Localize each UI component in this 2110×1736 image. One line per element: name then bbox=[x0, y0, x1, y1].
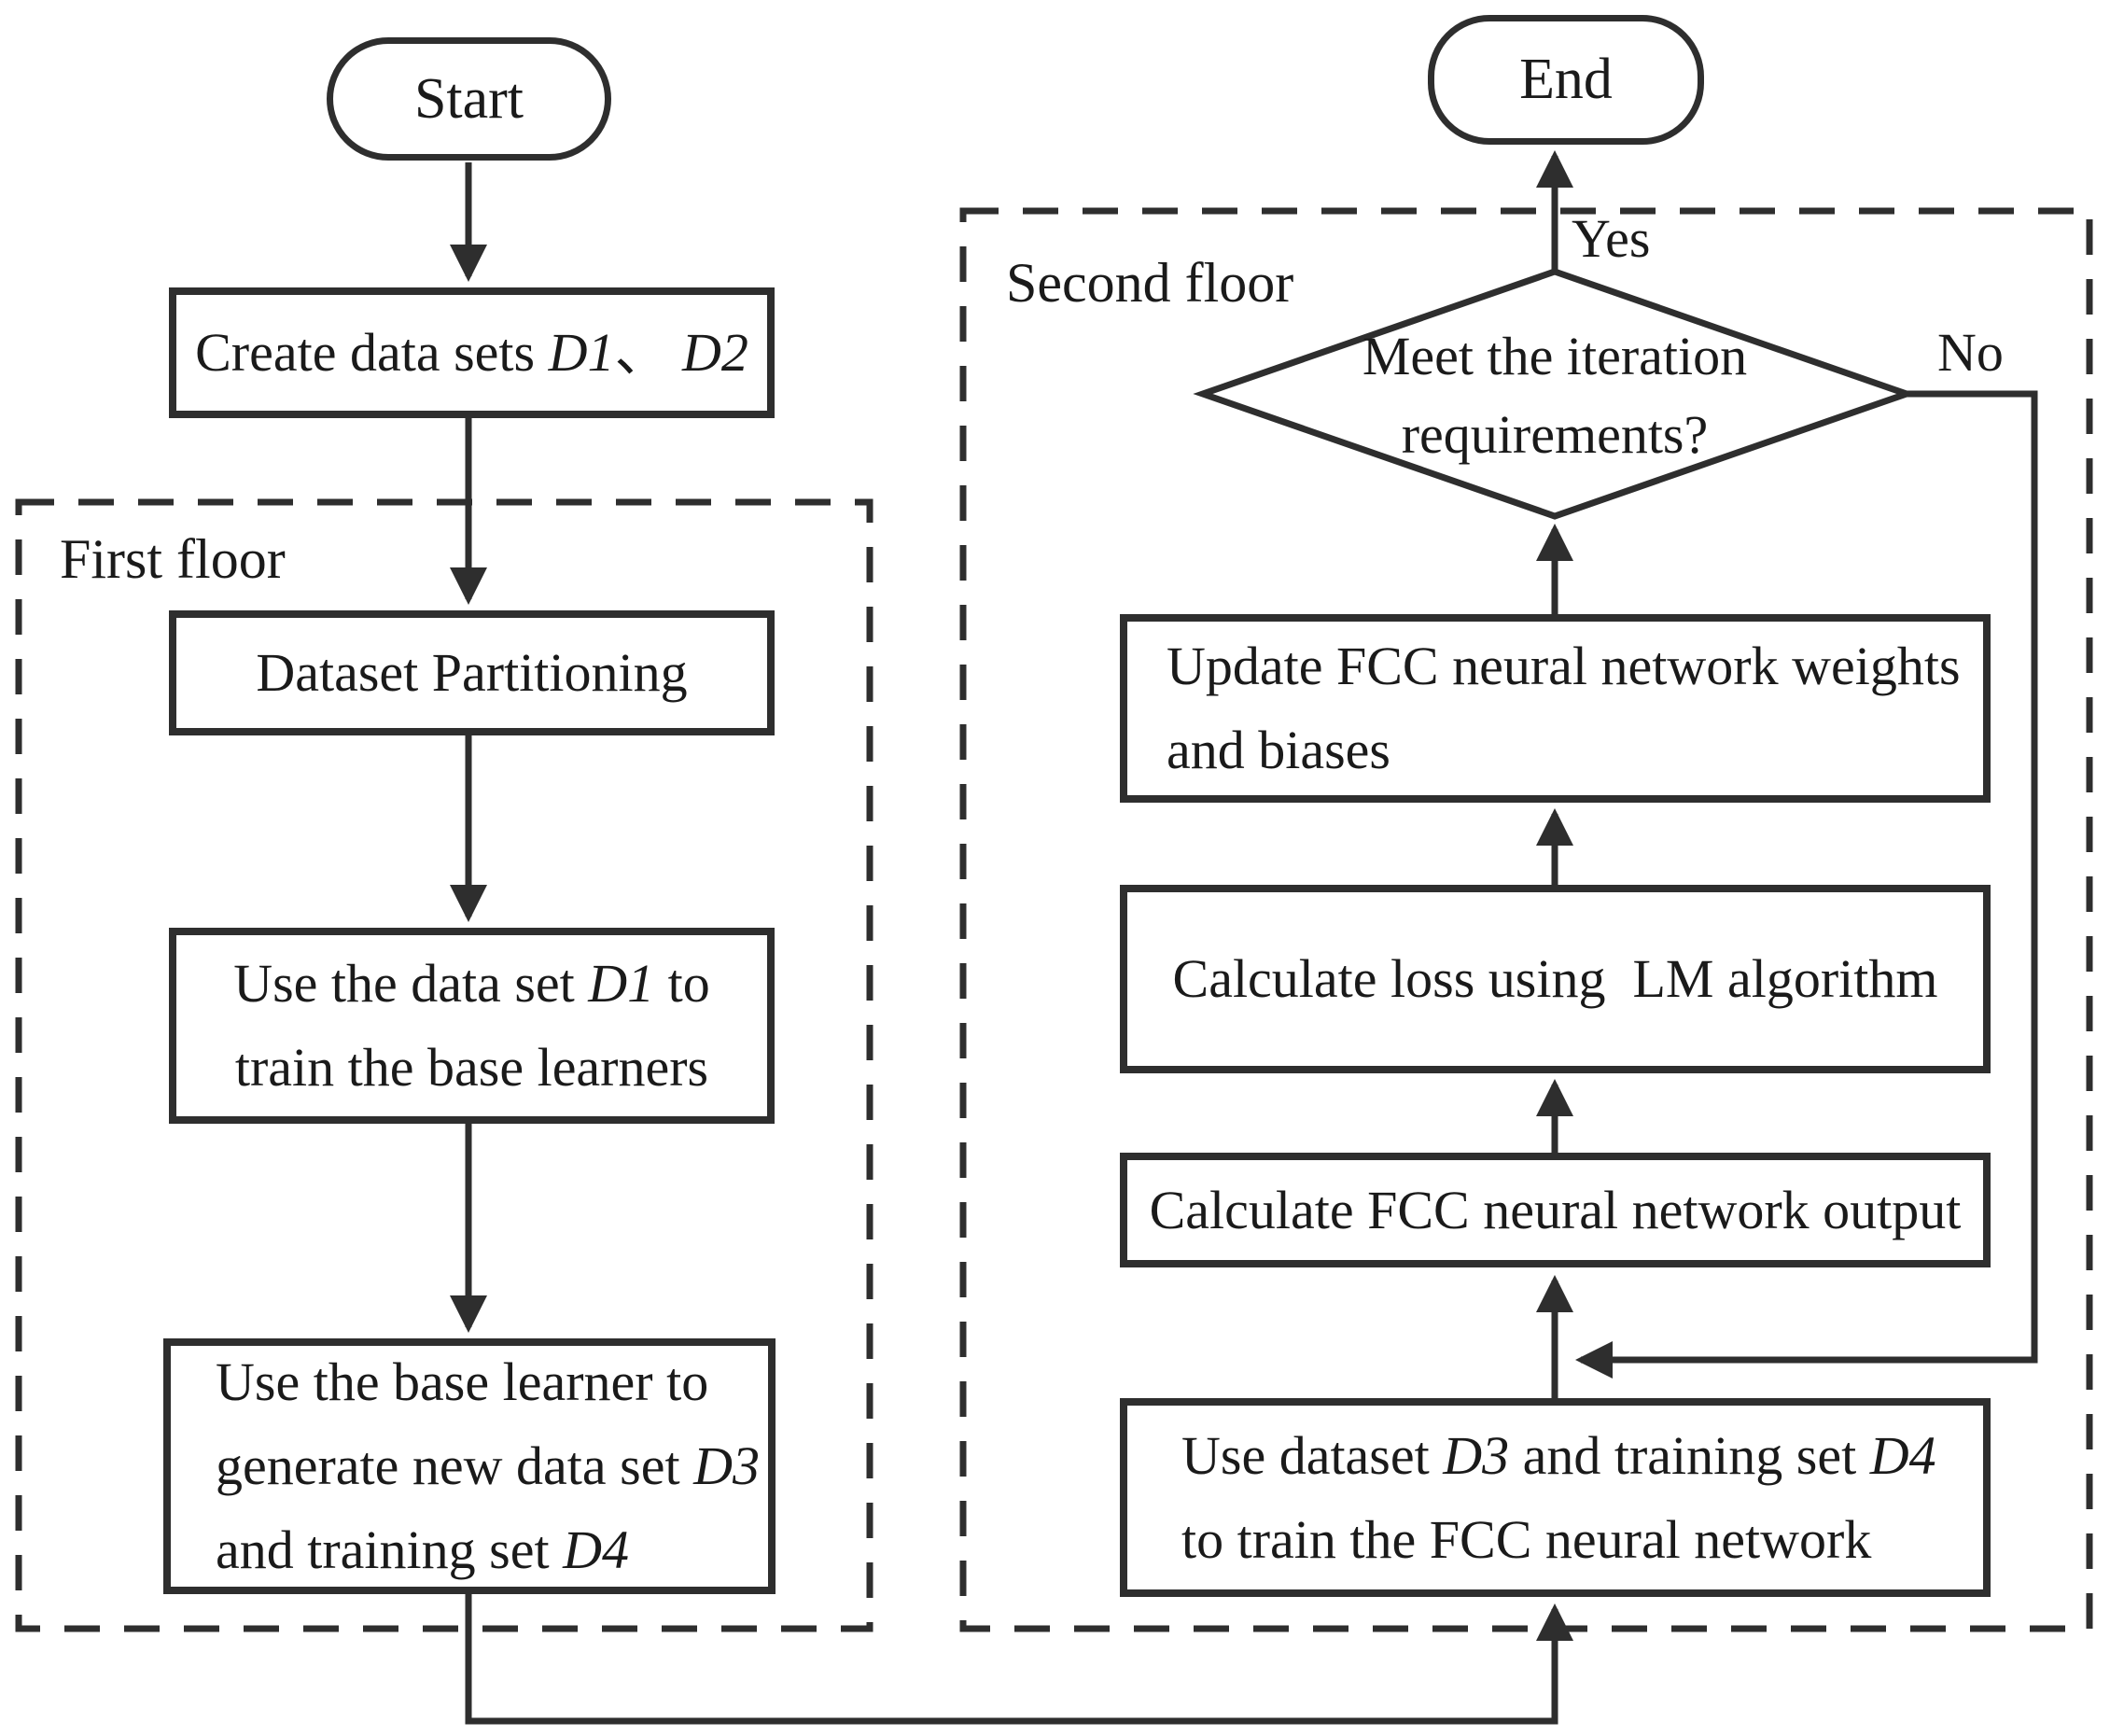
end-node-label: End bbox=[1519, 48, 1613, 112]
first-floor-label: First floor bbox=[60, 528, 286, 590]
start-node-label: Start bbox=[413, 66, 524, 131]
start-node: Start bbox=[327, 37, 611, 161]
connector-lines bbox=[450, 150, 2038, 1725]
no-branch-label: No bbox=[1937, 322, 2004, 383]
second-floor-label: Second floor bbox=[1006, 252, 1294, 314]
yes-branch-label: Yes bbox=[1572, 208, 1651, 269]
second-floor-boundary bbox=[959, 207, 2093, 1632]
connector-decision-no-feedback bbox=[1575, 390, 2038, 1379]
decision-diamond bbox=[1193, 268, 1917, 520]
dataset-partitioning-node: Dataset Partitioning bbox=[169, 610, 775, 735]
first-floor-boundary bbox=[15, 498, 873, 1632]
connector-generate-to-trainfcc bbox=[465, 1594, 1573, 1725]
calculate-loss-node: Calculate loss using LM algorithm bbox=[1120, 885, 1991, 1073]
calculate-output-node: Calculate FCC neural network output bbox=[1120, 1153, 1991, 1267]
end-node: End bbox=[1428, 15, 1704, 145]
create-datasets-node: Create data sets D1、 D2 bbox=[169, 287, 775, 418]
